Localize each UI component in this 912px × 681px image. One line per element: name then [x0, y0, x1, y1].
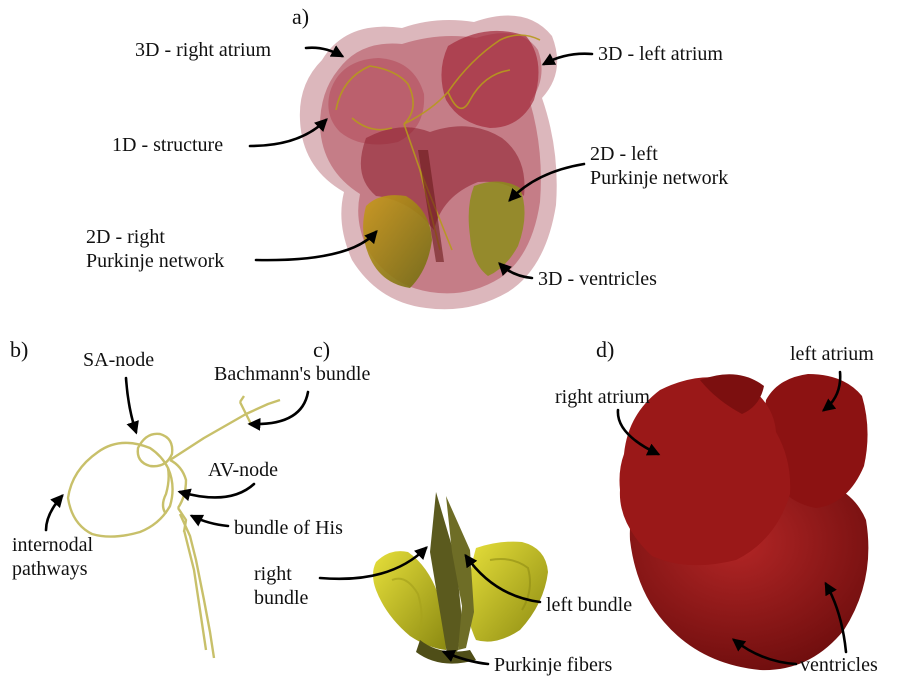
arrow-av-node: [180, 484, 254, 497]
panel-c-label: c): [313, 337, 330, 362]
label-internodal-line1: internodal: [12, 534, 94, 556]
label-right-atrium: right atrium: [555, 386, 650, 408]
label-3d-right-atrium: 3D - right atrium: [135, 39, 272, 61]
panel-b-label: b): [10, 337, 28, 362]
arrow-bundle-of-his: [192, 516, 228, 526]
label-left-bundle: left bundle: [546, 594, 632, 616]
label-bundle-of-his: bundle of His: [234, 517, 343, 539]
arrow-internodal: [46, 496, 62, 530]
label-bachmanns-bundle: Bachmann's bundle: [214, 363, 370, 385]
panel-b: b) SA-node Bachmann's bundle AV-node: [10, 337, 370, 658]
label-right-bundle-line2: bundle: [254, 587, 309, 609]
label-2d-left-line2: Purkinje network: [590, 167, 728, 189]
label-1d-structure: 1D - structure: [112, 134, 223, 156]
label-internodal-line2: pathways: [12, 558, 88, 580]
panel-d-label: d): [596, 337, 614, 362]
label-sa-node: SA-node: [83, 349, 154, 371]
panel-a: a) 3D - right atrium 3D - left: [86, 4, 728, 309]
label-2d-right-line2: Purkinje network: [86, 250, 224, 272]
label-2d-right-line1: 2D - right: [86, 226, 165, 248]
panel-d: d) right atrium left atrium ventricles: [555, 337, 878, 676]
label-right-bundle-line1: right: [254, 563, 292, 585]
label-left-atrium: left atrium: [790, 343, 874, 365]
label-ventricles: ventricles: [800, 654, 878, 676]
label-av-node: AV-node: [208, 459, 278, 481]
solid-heart-model: [620, 374, 869, 670]
label-3d-left-atrium: 3D - left atrium: [598, 43, 723, 65]
panel-a-label: a): [292, 4, 309, 29]
arrow-sa-node: [126, 378, 136, 432]
label-purkinje-fibers: Purkinje fibers: [494, 654, 613, 676]
label-3d-ventricles: 3D - ventricles: [538, 268, 657, 290]
label-2d-left-line1: 2D - left: [590, 143, 658, 165]
